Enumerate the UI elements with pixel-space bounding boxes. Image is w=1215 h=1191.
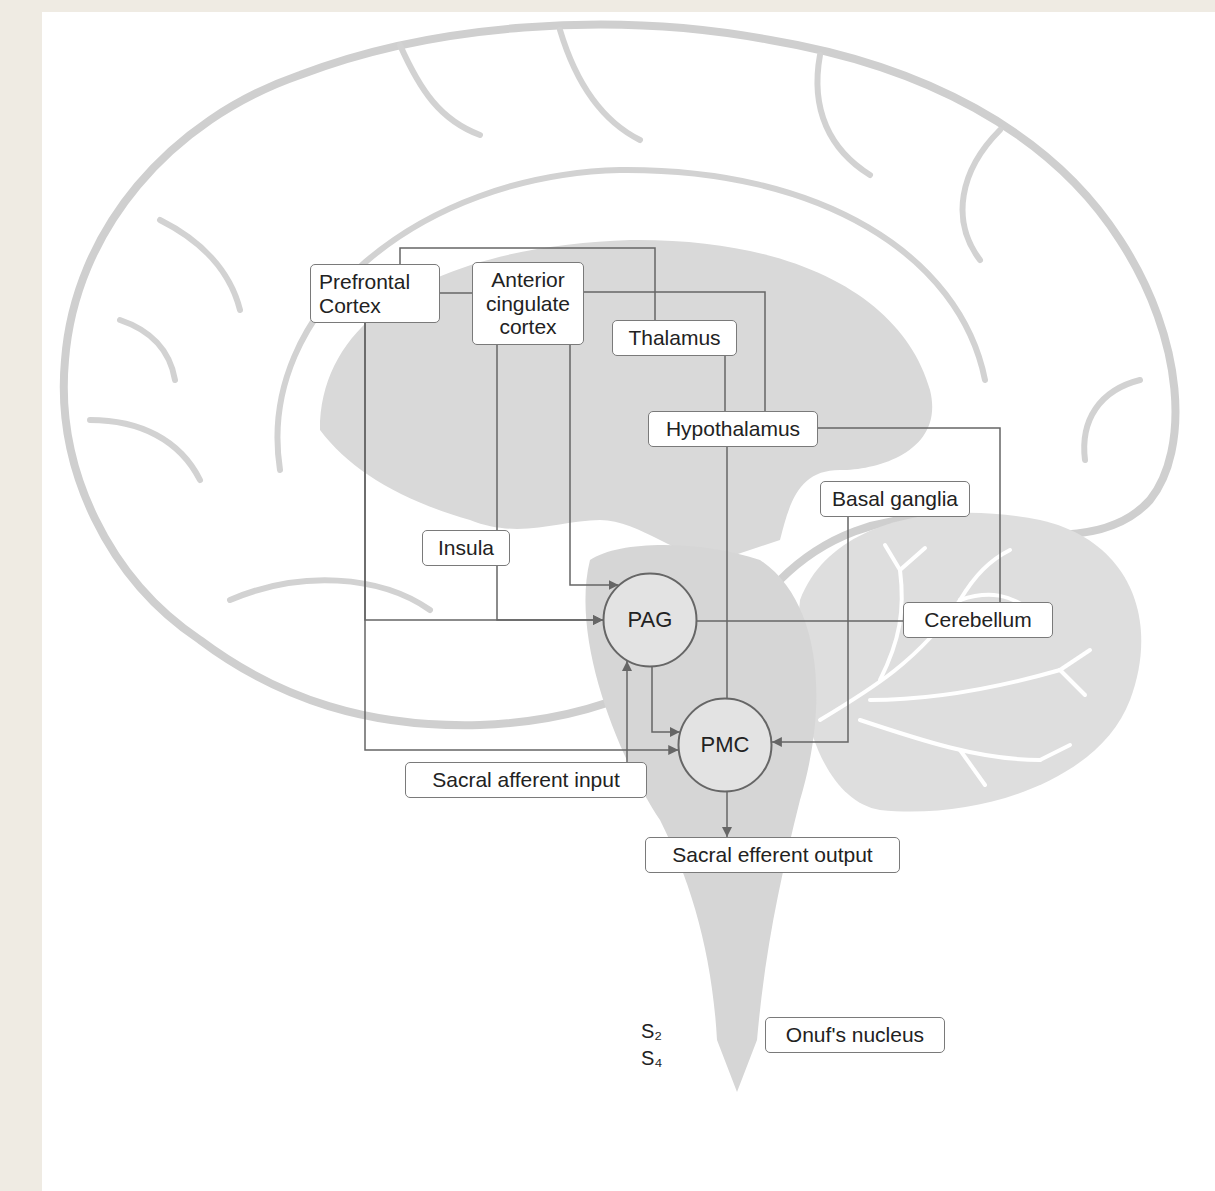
node-label: Prefrontal Cortex (319, 270, 431, 317)
node-label: Basal ganglia (829, 487, 961, 511)
connector (726, 447, 728, 699)
connector (496, 345, 498, 530)
segment-label: S₂ (641, 1020, 662, 1042)
node-label: Hypothalamus (657, 417, 809, 441)
region-box: Insula (422, 530, 510, 566)
connector (497, 566, 603, 620)
node-label: Onuf's nucleus (774, 1023, 936, 1047)
node-label: Anterior cingulate cortex (481, 268, 575, 339)
connector (726, 792, 728, 837)
node-label: Sacral efferent output (654, 843, 891, 867)
region-box: Sacral efferent output (645, 837, 900, 873)
connector (818, 428, 1000, 602)
region-box: Sacral afferent input (405, 762, 647, 798)
node-label: Sacral afferent input (414, 768, 638, 792)
node-label: PMC (701, 733, 750, 758)
connector (724, 356, 726, 411)
connector (440, 292, 472, 294)
circle-shape (604, 574, 697, 667)
node-label: Cerebellum (912, 608, 1044, 632)
connector (626, 661, 628, 762)
node-label: Insula (431, 536, 501, 560)
nucleus-circle: PMC (677, 697, 773, 793)
connector (570, 345, 619, 585)
nucleus-circle: PAG (602, 572, 698, 668)
connector (652, 667, 680, 732)
node-label: Thalamus (621, 326, 728, 350)
region-box: Hypothalamus (648, 411, 818, 447)
region-box: Basal ganglia (820, 481, 970, 517)
region-box: Prefrontal Cortex (310, 264, 440, 323)
connector (365, 323, 603, 620)
node-label: PAG (628, 608, 673, 633)
region-box: Anterior cingulate cortex (472, 262, 584, 345)
connector (584, 292, 765, 411)
region-box: Onuf's nucleus (765, 1017, 945, 1053)
connector (772, 517, 848, 742)
connector (365, 323, 678, 750)
connector (697, 620, 903, 622)
region-box: Thalamus (612, 320, 737, 356)
region-box: Cerebellum (903, 602, 1053, 638)
segment-label: S₄ (641, 1047, 663, 1069)
circle-shape (679, 699, 772, 792)
